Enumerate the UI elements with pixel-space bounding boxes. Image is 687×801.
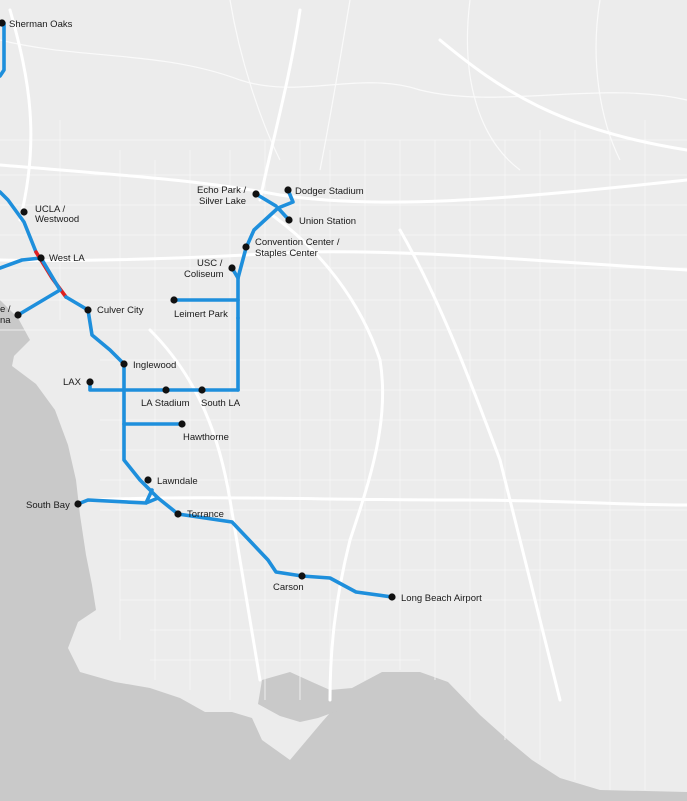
label-marina-line2: na <box>0 315 11 326</box>
station-dot-torrance[interactable] <box>174 510 182 518</box>
label-carson: Carson <box>273 582 304 593</box>
freeways <box>0 8 687 702</box>
label-convention-line2: Staples Center <box>255 248 318 259</box>
route-culver-inglewood <box>64 295 126 366</box>
label-convention-line1: Convention Center / <box>255 237 340 248</box>
route-marina <box>16 256 62 317</box>
station-dot-sherman-oaks[interactable] <box>0 19 6 27</box>
station-dot-usc[interactable] <box>228 264 236 272</box>
harbor <box>258 672 352 722</box>
label-lax: LAX <box>63 377 82 388</box>
station-dot-union-station[interactable] <box>285 216 293 224</box>
label-culver-city: Culver City <box>97 305 144 316</box>
route-west-la-west <box>0 256 43 270</box>
label-union-station: Union Station <box>299 216 356 227</box>
station-dot-marina[interactable] <box>14 311 22 319</box>
station-dot-south-bay[interactable] <box>74 500 82 508</box>
label-torrance: Torrance <box>187 509 224 520</box>
station-labels: Sherman Oaks UCLA / Westwood West LA e /… <box>0 19 482 604</box>
label-hawthorne: Hawthorne <box>183 432 229 443</box>
station-dot-lax[interactable] <box>86 378 94 386</box>
station-dot-convention-center[interactable] <box>242 243 250 251</box>
route-inglewood-carson <box>122 362 394 599</box>
station-dot-south-la[interactable] <box>198 386 206 394</box>
label-long-beach-airport: Long Beach Airport <box>401 593 482 604</box>
label-ucla-line2: Westwood <box>35 214 79 225</box>
station-dot-hawthorne[interactable] <box>178 420 186 428</box>
route-leimert <box>172 298 240 320</box>
station-dot-dodger-stadium[interactable] <box>284 186 292 194</box>
station-dot-echo-park[interactable] <box>252 190 260 198</box>
station-dot-leimert-park[interactable] <box>170 296 178 304</box>
label-echo-park-line1: Echo Park / <box>197 185 246 196</box>
label-south-bay: South Bay <box>26 500 70 511</box>
route-south-bay <box>76 488 160 506</box>
station-dot-carson[interactable] <box>298 572 306 580</box>
station-dot-inglewood[interactable] <box>120 360 128 368</box>
label-echo-park-line2: Silver Lake <box>199 196 246 207</box>
route-westwood <box>0 190 38 254</box>
station-dot-la-stadium[interactable] <box>162 386 170 394</box>
label-inglewood: Inglewood <box>133 360 176 371</box>
label-dodger-stadium: Dodger Stadium <box>295 186 364 197</box>
station-dot-west-la[interactable] <box>37 254 45 262</box>
station-dot-ucla[interactable] <box>20 208 28 216</box>
station-dots <box>0 19 396 601</box>
station-dot-culver-city[interactable] <box>84 306 92 314</box>
label-usc-line1: USC / <box>197 258 223 269</box>
label-south-la: South LA <box>201 398 241 409</box>
station-dot-long-beach-airport[interactable] <box>388 593 396 601</box>
label-marina-line1: e / <box>0 304 11 315</box>
label-lawndale: Lawndale <box>157 476 198 487</box>
label-la-stadium: LA Stadium <box>141 398 190 409</box>
label-leimert-park: Leimert Park <box>174 309 228 320</box>
label-ucla-line1: UCLA / <box>35 204 65 215</box>
label-sherman-oaks: Sherman Oaks <box>9 19 73 30</box>
label-usc-line2: Coliseum <box>184 269 224 280</box>
station-dot-lawndale[interactable] <box>144 476 152 484</box>
label-west-la: West LA <box>49 253 85 264</box>
